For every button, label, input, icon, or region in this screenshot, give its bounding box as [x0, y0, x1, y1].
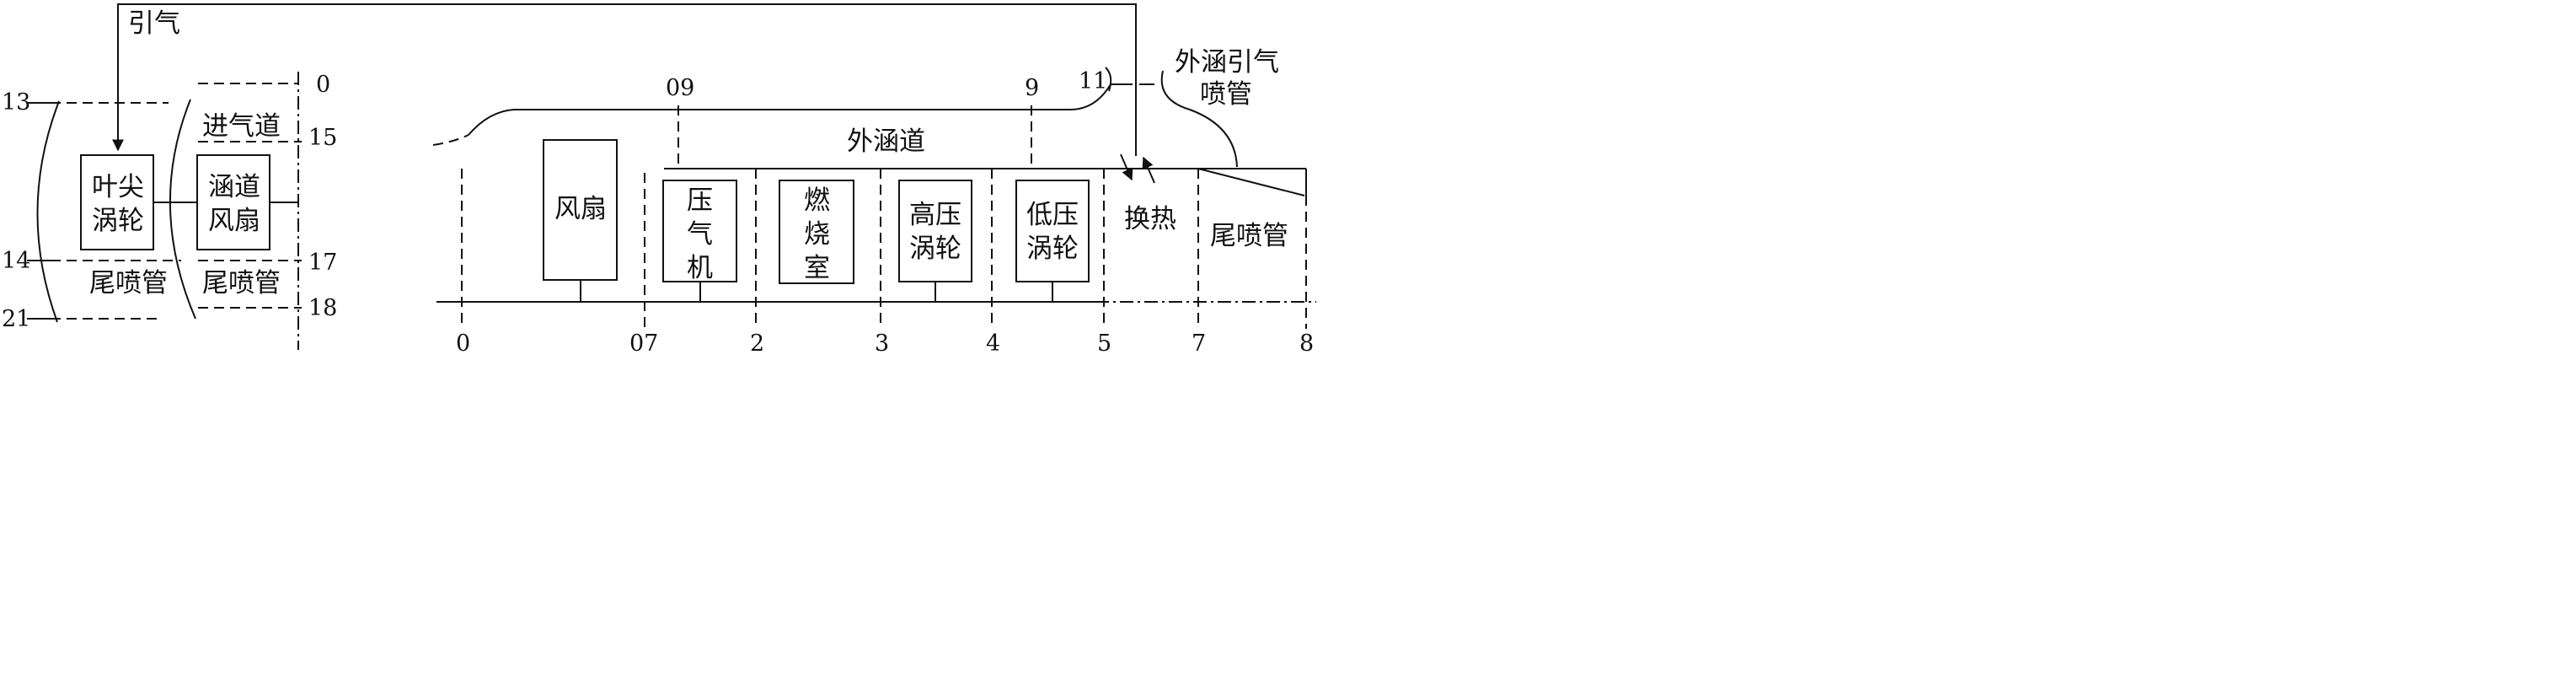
hp-turbine-label-2: 涡轮 [909, 234, 961, 264]
outer-casing-arc [36, 100, 60, 323]
left-subsystem: 13 14 21 0 15 17 18 进气道 叶尖 涡轮 涵道 风扇 尾喷管 … [2, 72, 337, 350]
engine-schematic: 引气 13 14 21 0 15 17 18 进气道 叶尖 涡轮 [2, 3, 1316, 353]
bleed-nozzle-duct [1160, 70, 1238, 168]
combustor-label-1: 燃 [804, 185, 830, 216]
intake-lip [432, 134, 469, 146]
compressor-label-3: 机 [687, 253, 713, 283]
station-09: 09 [666, 75, 694, 101]
lp-turbine-box [1015, 180, 1090, 282]
heat-exchange-arrow-in [1120, 153, 1133, 181]
bypass-outer-casing [468, 83, 1111, 136]
bleed-air-line [112, 3, 1137, 156]
fan-box [543, 139, 618, 281]
station-17: 17 [308, 250, 337, 276]
bypass-bleed-nozzle-label-1: 外涵引气 [1175, 47, 1279, 78]
heat-exchange-label: 换热 [1124, 204, 1176, 234]
heat-exchange-arrow-out [1142, 156, 1155, 184]
ducted-fan-label-2: 风扇 [208, 206, 260, 236]
nozzle-plug [1197, 168, 1305, 196]
station-4: 4 [986, 331, 1000, 353]
lp-turbine-label-1: 低压 [1026, 200, 1079, 230]
station-15: 15 [308, 125, 337, 151]
station-13: 13 [2, 89, 30, 116]
station-9: 9 [1025, 75, 1039, 101]
station-0: 0 [456, 331, 470, 353]
station-14: 14 [2, 248, 30, 274]
bypass-bleed-nozzle-label-2: 喷管 [1200, 79, 1252, 110]
main-engine: 09 9 11 0 07 2 3 4 5 7 8 外涵道 外涵引气 喷管 风扇 … [432, 47, 1316, 353]
hp-turbine-box [898, 180, 972, 282]
combustor-box [779, 180, 854, 284]
station-7: 7 [1192, 331, 1206, 353]
station-18: 18 [308, 295, 337, 321]
bypass-duct-label: 外涵道 [847, 126, 925, 157]
right-nozzle-label: 尾喷管 [202, 268, 281, 298]
bleed-air-label: 引气 [128, 8, 180, 39]
station-0-left: 0 [316, 72, 330, 98]
station-21: 21 [2, 306, 30, 332]
station-5: 5 [1097, 331, 1111, 353]
ducted-fan-label-1: 涵道 [208, 172, 260, 202]
lp-turbine-label-2: 涡轮 [1026, 234, 1079, 264]
hp-turbine-label-1: 高压 [909, 200, 961, 230]
tip-turbine-label-2: 涡轮 [92, 206, 144, 236]
inner-casing-arc [169, 99, 196, 320]
station-3: 3 [875, 331, 889, 353]
nozzle-label: 尾喷管 [1210, 221, 1288, 251]
station-2: 2 [750, 331, 764, 353]
inlet-duct-label: 进气道 [202, 111, 281, 142]
compressor-label-1: 压 [687, 185, 713, 216]
combustor-label-3: 室 [804, 253, 830, 283]
station-8: 8 [1299, 331, 1314, 353]
fan-label: 风扇 [554, 194, 607, 224]
compressor-label-2: 气 [687, 219, 713, 250]
tip-turbine-label-1: 叶尖 [92, 172, 144, 202]
left-nozzle-label: 尾喷管 [89, 268, 168, 298]
station-11: 11 [1079, 68, 1107, 94]
station-07: 07 [629, 331, 658, 353]
combustor-label-2: 烧 [804, 219, 830, 250]
